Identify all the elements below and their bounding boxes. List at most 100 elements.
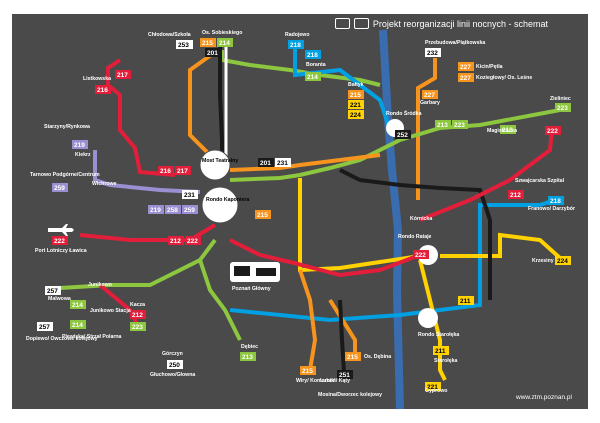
- badge-221-text: 221: [427, 384, 438, 391]
- label-kacza: Kacza: [130, 302, 145, 308]
- label-franowo: Franowo/ Darzybór: [528, 206, 575, 212]
- badge-257q: [37, 322, 53, 331]
- line-219-west: [93, 150, 201, 194]
- badge-219: [72, 140, 88, 149]
- badge-214n: [70, 300, 86, 309]
- badge-227c: [458, 73, 474, 82]
- line-222-east: [419, 129, 554, 222]
- badge-257-text: 257: [47, 288, 58, 295]
- line-214-southwest: [59, 238, 217, 290]
- badge-218h: [548, 196, 564, 205]
- badge-215s-text: 215: [347, 354, 358, 361]
- label-boranta: Boranta: [306, 62, 326, 68]
- line-212-west: [79, 223, 217, 242]
- badge-217c: [175, 166, 191, 175]
- badge-215-text: 215: [202, 40, 213, 47]
- line-215-debina: [328, 298, 357, 355]
- badge-219-text: 219: [74, 142, 85, 149]
- airplane-icon: [48, 224, 74, 236]
- badge-212h-text: 212: [510, 192, 521, 199]
- badge-214: [217, 38, 233, 47]
- badge-222f: [545, 126, 561, 135]
- badge-221e: [348, 100, 364, 109]
- badge-221: [425, 382, 441, 391]
- label-przybyszewskiego: Przebudowa/Piątkowska: [425, 40, 485, 46]
- label-rondo-srodka: Rondo Śródka: [386, 110, 422, 117]
- line-221-southeast: [418, 259, 447, 381]
- badge-224k: [555, 256, 571, 265]
- line-215-north: [188, 48, 220, 162]
- badge-227: [422, 90, 438, 99]
- label-dopiewo: Dopiewo/ Owczowe kolejowy: [26, 336, 98, 342]
- badge-215d-text: 215: [257, 212, 268, 219]
- map-title: Projekt reorganizacji linii nocnych - sc…: [372, 18, 548, 29]
- map-header: Projekt reorganizacji linii nocnych - sc…: [334, 18, 548, 29]
- roundabout-starolecka: [418, 308, 438, 328]
- line-222-south: [229, 238, 421, 278]
- badge-201-text: 201: [207, 50, 218, 57]
- badge-250: [167, 360, 183, 369]
- label-mosina: Mosina/Dworzec kolejowy: [318, 392, 382, 398]
- badge-219d: [148, 205, 164, 214]
- badge-218h-text: 218: [550, 198, 561, 205]
- badge-214b: [305, 72, 321, 81]
- label-os-debina: Os. Dębina: [364, 354, 391, 360]
- label-tarnowo: Tarnowo Podgórne/Centrum: [30, 172, 100, 178]
- badge-216: [95, 85, 111, 94]
- badge-212: [168, 236, 184, 245]
- label-krzesiny: Krzesiny: [532, 258, 554, 264]
- badge-217: [115, 70, 131, 79]
- badge-212h: [508, 190, 524, 199]
- badge-231c: [275, 158, 291, 167]
- badge-214-text: 214: [219, 40, 230, 47]
- badge-223p: [130, 322, 146, 331]
- line-217-northwest: [106, 58, 176, 177]
- badge-215d: [255, 210, 271, 219]
- tram-icon: [334, 18, 350, 29]
- badge-216c: [158, 166, 174, 175]
- label-kozieglowy: Koziegłowy/ Os. Leśne: [476, 75, 532, 81]
- badge-215t-text: 215: [302, 368, 313, 375]
- label-rondo-kaponiera: Rondo Kaponiera: [206, 197, 249, 203]
- badge-217c-text: 217: [177, 168, 188, 175]
- footer-url[interactable]: www.ztm.poznan.pl: [516, 394, 572, 401]
- badge-222l: [52, 236, 68, 245]
- label-malwowa: Malwowa: [48, 296, 71, 302]
- badge-213m: [500, 125, 516, 134]
- label-kiekrz: Kiekrz: [75, 152, 91, 158]
- badge-257: [45, 286, 61, 295]
- badge-222: [185, 236, 201, 245]
- badge-214b-text: 214: [307, 74, 318, 81]
- badge-227-text: 227: [424, 92, 435, 99]
- badge-218a-text: 218: [290, 42, 301, 49]
- label-zielinice: Zieliniec: [550, 96, 571, 102]
- badge-201c-text: 201: [260, 160, 271, 167]
- label-gyprowo: Gyprowo: [425, 388, 447, 394]
- badge-222-text: 222: [187, 238, 198, 245]
- badge-216-text: 216: [97, 87, 108, 94]
- badge-227b: [458, 62, 474, 71]
- badge-213f-text: 213: [437, 122, 448, 129]
- badge-215s: [345, 352, 361, 361]
- line-black-east: [339, 168, 492, 300]
- label-debiec: Dębiec: [241, 344, 258, 350]
- roundabout-kaponiera: [201, 186, 239, 224]
- badge-214o: [70, 320, 86, 329]
- badge-258-text: 258: [167, 207, 178, 214]
- badge-232-text: 232: [427, 50, 438, 57]
- badge-223p-text: 223: [132, 324, 143, 331]
- train-station-icon: [230, 262, 280, 282]
- badge-215t: [300, 366, 316, 375]
- label-glogowska: Głuchowo/Głowna: [150, 372, 195, 378]
- badge-211: [458, 296, 474, 305]
- label-radojewo: Radojewo: [285, 32, 310, 38]
- line-215-east: [229, 153, 381, 172]
- badge-231-text: 231: [184, 192, 195, 199]
- line-227-north: [416, 58, 437, 200]
- line-224-east: [440, 232, 562, 260]
- badge-224k-text: 224: [557, 258, 568, 265]
- badge-218a: [288, 40, 304, 49]
- badge-224e-text: 224: [350, 112, 361, 119]
- label-sobieskiego: Os. Sobieskiego: [202, 30, 242, 36]
